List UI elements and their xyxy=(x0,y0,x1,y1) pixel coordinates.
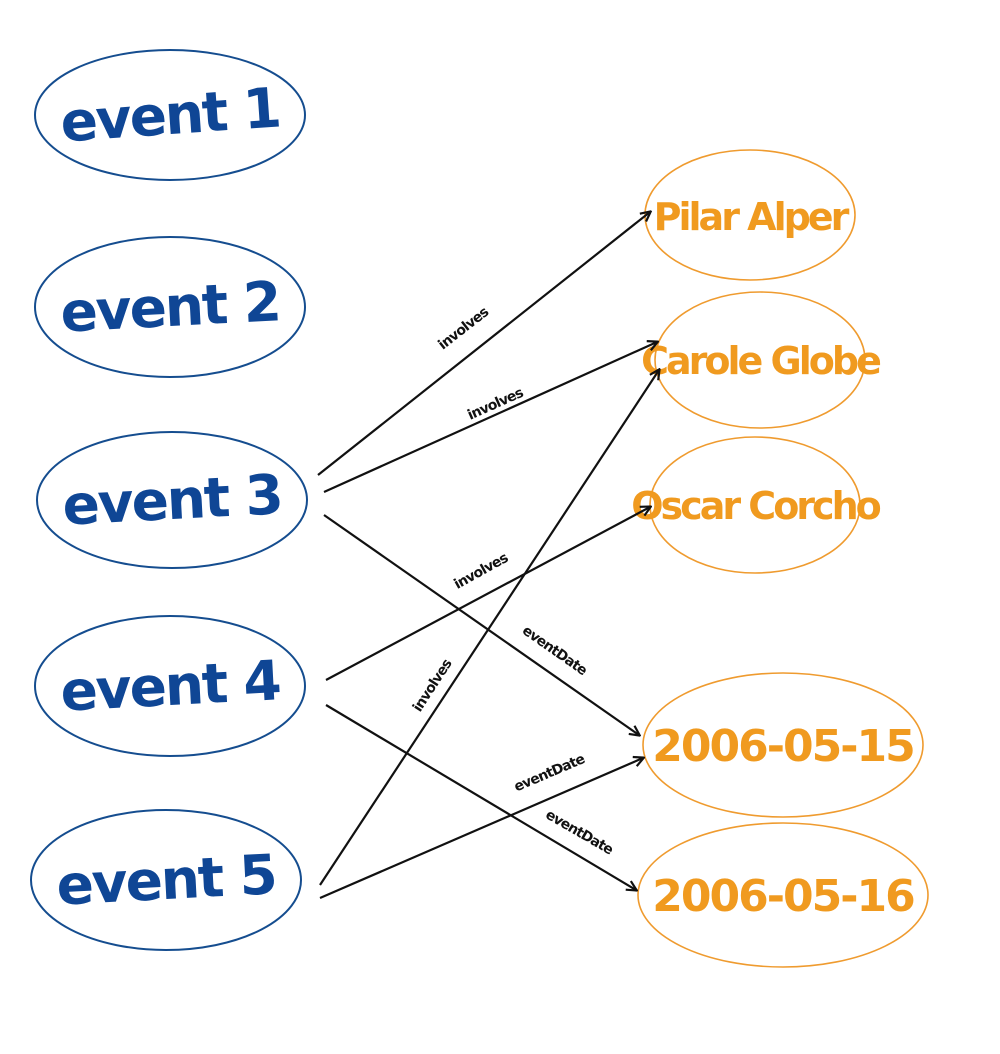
event-label-2: event 2 xyxy=(59,269,281,344)
value-node-2006-05-15: 2006-05-15 xyxy=(642,672,924,818)
value-node-pilar-alper: Pilar Alper xyxy=(644,149,856,281)
edge-label-event3-2006-05-15: eventDate xyxy=(519,623,590,679)
edge-label-event3-pilar-alper: involves xyxy=(435,304,492,353)
edge-label-event5-2006-05-15: eventDate xyxy=(512,751,587,795)
value-label-carole-globe: Carole Globe xyxy=(641,339,880,383)
edge-event3-pilar-alper xyxy=(317,212,650,476)
edge-label-event4-2006-05-16: eventDate xyxy=(543,807,616,858)
event-node-4: event 4 xyxy=(34,615,306,757)
edge-event4-2006-05-16 xyxy=(325,704,636,890)
event-label-5: event 5 xyxy=(55,842,277,917)
value-node-2006-05-16: 2006-05-16 xyxy=(637,822,929,968)
event-label-1: event 1 xyxy=(58,75,281,154)
edge-event5-carole-globe xyxy=(319,370,659,886)
value-label-oscar-corcho: Oscar Corcho xyxy=(631,484,880,528)
value-label-2006-05-15: 2006-05-15 xyxy=(652,721,913,772)
value-node-carole-globe: Carole Globe xyxy=(641,291,883,429)
value-label-pilar-alper: Pilar Alper xyxy=(654,195,850,239)
event-label-3: event 3 xyxy=(61,462,283,537)
value-node-oscar-corcho: Oscar Corcho xyxy=(631,436,884,574)
value-label-2006-05-16: 2006-05-16 xyxy=(652,871,914,922)
edge-event3-carole-globe xyxy=(323,342,657,494)
event-label-4: event 4 xyxy=(59,648,281,723)
edge-event5-2006-05-15 xyxy=(319,758,643,900)
edge-event4-oscar-corcho xyxy=(325,507,650,681)
edge-event3-2006-05-15 xyxy=(323,514,639,735)
event-node-5: event 5 xyxy=(30,809,302,951)
event-node-1: event 1 xyxy=(34,49,306,181)
event-node-2: event 2 xyxy=(34,236,306,378)
event-node-3: event 3 xyxy=(36,431,308,569)
edge-label-event5-carole-globe: involves xyxy=(410,656,456,714)
